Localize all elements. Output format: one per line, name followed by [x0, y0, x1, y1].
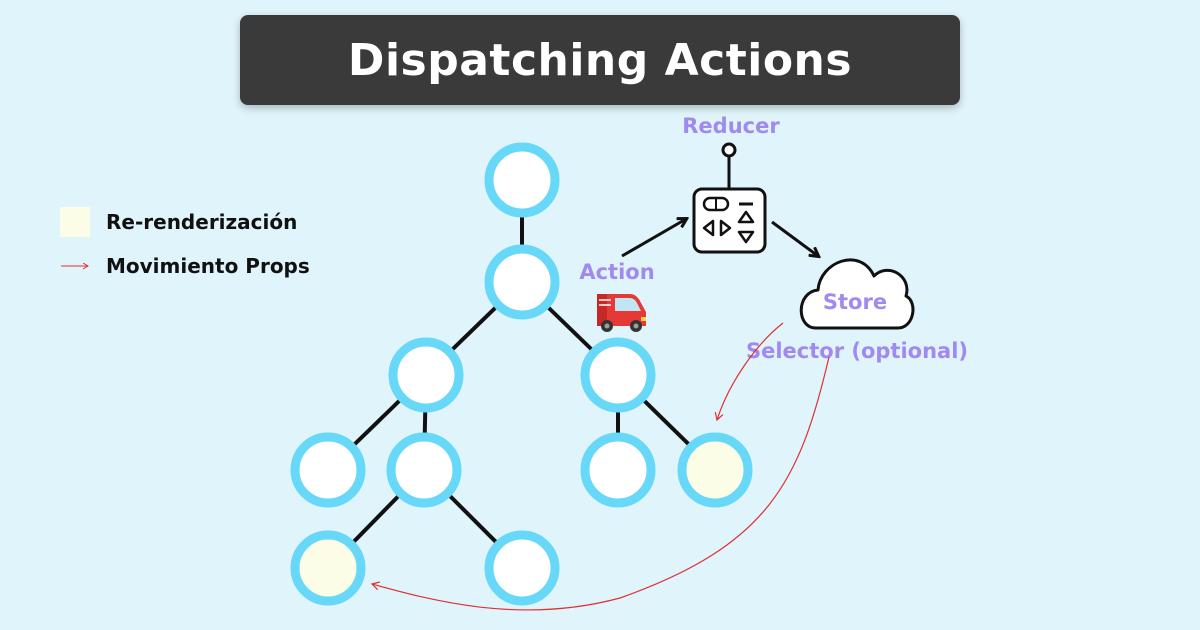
legend-props-label: Movimiento Props: [106, 254, 310, 278]
store-label: Store: [823, 290, 887, 314]
title-bar: Dispatching Actions: [240, 15, 960, 105]
tree-node-left-mid: [386, 432, 462, 508]
tree-node-right: [580, 337, 656, 413]
selector-label: Selector (optional): [746, 339, 968, 363]
reducer-to-store-arrow: [771, 220, 818, 256]
delivery-truck-icon: [597, 294, 646, 332]
action-label: Action: [579, 260, 654, 284]
cloud-icon: [799, 258, 915, 330]
remote-control-icon: [692, 142, 767, 254]
tree-node-left-left: [290, 432, 366, 508]
tree-node-bottom-right: [484, 530, 560, 606]
tree-nodes: [290, 142, 753, 606]
rerender-swatch: [60, 207, 90, 237]
legend: Re-renderización Movimiento Props: [60, 200, 310, 288]
tree-node-rerendered: [677, 432, 753, 508]
tree-node-right-left: [580, 432, 656, 508]
tree-node-rerendered-bottom: [290, 530, 366, 606]
red-arrow-icon: [60, 251, 90, 281]
prop-flow-arrow-to-bottom-node: [370, 356, 830, 611]
prop-flow-arrow-to-right-node: [714, 322, 784, 422]
tree-node-root: [484, 142, 560, 218]
legend-rerender-label: Re-renderización: [106, 210, 298, 234]
legend-rerender: Re-renderización: [60, 200, 310, 244]
tree-node-level1: [484, 244, 560, 320]
tree-edges: [326, 178, 717, 570]
legend-props: Movimiento Props: [60, 244, 310, 288]
tree-node-left: [388, 337, 464, 413]
page-title: Dispatching Actions: [347, 34, 853, 86]
action-to-reducer-arrow: [621, 219, 686, 258]
reducer-label: Reducer: [682, 114, 780, 138]
